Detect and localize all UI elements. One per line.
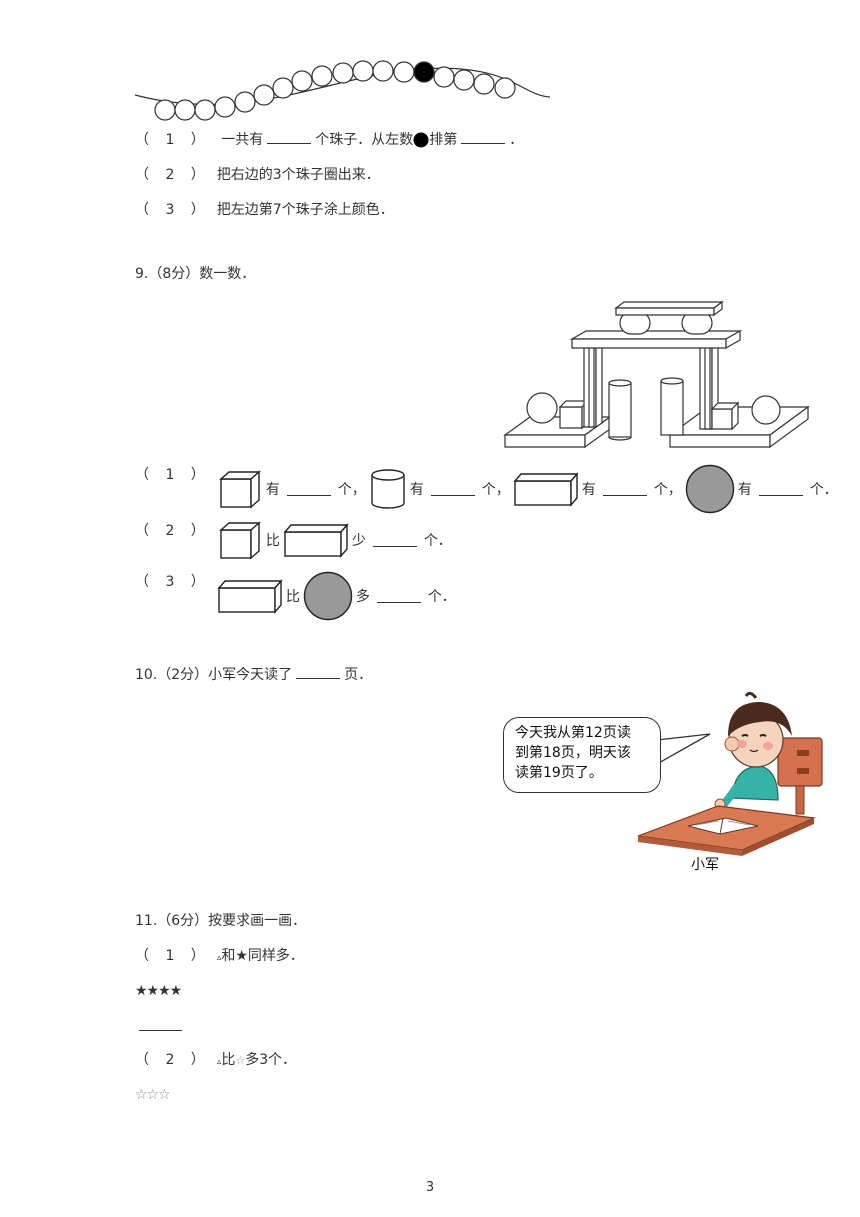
q9-sub3: （ 3 ） 比 多个．	[135, 571, 459, 621]
black-bead-icon	[413, 132, 429, 148]
outline-star-icon: ☆	[235, 1054, 246, 1067]
q11-title: 11.（6分）按要求画一画．	[135, 913, 307, 929]
q11-sub1: （ 1 ）▵和★同样多．	[135, 948, 304, 964]
cylinder-icon	[371, 469, 405, 509]
q9-sub1: （ 1 ） 有个， 有个， 有个， 有个．	[135, 464, 841, 514]
triangle-icon: ▵	[216, 1057, 222, 1067]
triangle-icon: ▵	[216, 953, 222, 963]
answer-blank[interactable]	[461, 131, 506, 144]
answer-blank[interactable]	[602, 483, 647, 496]
q9-sub2: （ 2 ） 比 少个．	[135, 520, 455, 560]
sphere-icon	[303, 571, 353, 621]
q8-sub3: （ 3 ）把左边第7个珠子涂上颜色．	[135, 202, 394, 218]
answer-blank[interactable]	[758, 483, 803, 496]
answer-blank[interactable]	[376, 590, 421, 603]
cuboid-icon	[283, 523, 349, 558]
character-caption: 小军	[691, 857, 719, 873]
speech-bubble-text: 今天我从第12页读 到第18页，明天该 读第19页了。	[515, 725, 631, 781]
cuboid-icon	[513, 472, 579, 507]
q8-sub1: （ 1 ） 一共有个珠子．从左数排第．	[135, 131, 524, 148]
speech-bubble	[503, 717, 661, 793]
answer-blank[interactable]	[372, 534, 417, 547]
outline-stars-row: ☆☆☆	[135, 1087, 171, 1103]
boy-reading-illustration	[637, 691, 823, 856]
q10-title: 10.（2分）小军今天读了页．	[135, 666, 373, 683]
answer-blank[interactable]	[296, 666, 341, 679]
answer-blank[interactable]	[286, 483, 331, 496]
q11-sub2: （ 2 ）▵比☆多3个．	[135, 1052, 297, 1068]
sphere-icon	[685, 464, 735, 514]
cuboid-icon	[217, 579, 283, 614]
block-structure-figure	[503, 300, 810, 449]
cube-icon	[218, 470, 261, 509]
bead-string-figure	[134, 60, 551, 121]
solid-stars-row: ★★★★	[135, 983, 182, 999]
q9-title: 9.（8分）数一数．	[135, 266, 256, 282]
page-number: 3	[425, 1180, 435, 1195]
answer-blank[interactable]	[430, 483, 475, 496]
drawing-blank-line[interactable]	[139, 1030, 182, 1031]
cube-icon	[218, 521, 261, 560]
q8-sub2: （ 2 ）把右边的3个珠子圈出来．	[135, 167, 380, 183]
answer-blank[interactable]	[267, 131, 312, 144]
